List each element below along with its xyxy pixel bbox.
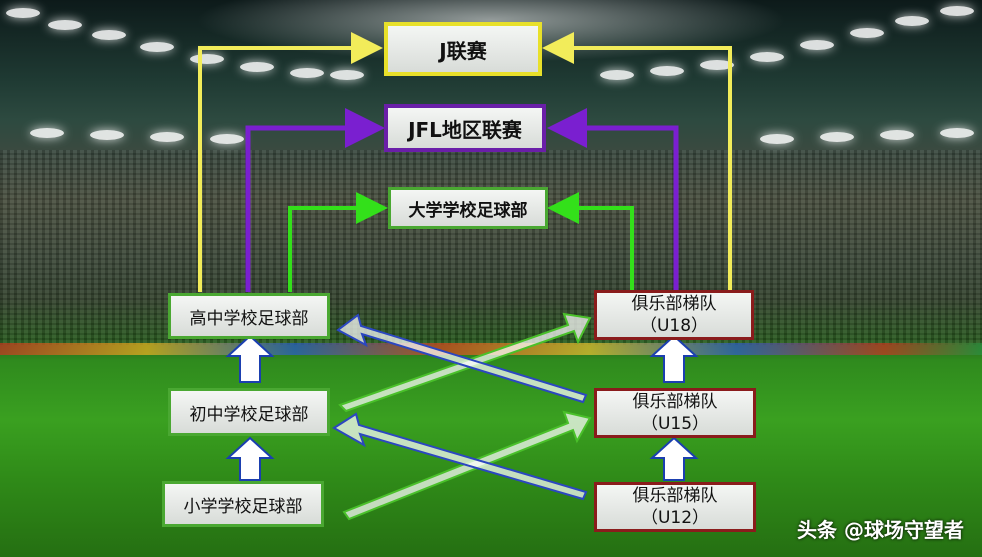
jfl-box: JFL地区联赛: [384, 104, 546, 152]
club-u12-box: 俱乐部梯队 （U12）: [594, 482, 756, 532]
connector-high-school-to-jfl: [245, 108, 385, 292]
connector-u18-to-j-league: [542, 32, 732, 292]
club-u15-box: 俱乐部梯队 （U15）: [594, 388, 756, 438]
middle-school-club-label: 初中学校足球部: [189, 404, 309, 425]
club-u12-name: 俱乐部梯队: [632, 486, 718, 506]
club-u15-age: （U15）: [640, 414, 710, 434]
arrow-u15-to-u18: [649, 334, 699, 383]
j-league-box: J联赛: [384, 22, 542, 76]
middle-school-club-box: 初中学校足球部: [168, 388, 330, 436]
watermark: 头条 @球场守望者: [797, 518, 964, 542]
j-league-label: J联赛: [439, 38, 487, 63]
stadium-crowd: [0, 150, 982, 345]
university-club-label: 大学学校足球部: [408, 200, 528, 221]
high-school-club-box: 高中学校足球部: [168, 293, 330, 339]
club-u18-age: （U18）: [639, 316, 709, 336]
elementary-school-club-box: 小学学校足球部: [162, 481, 324, 527]
connector-u18-to-jfl: [547, 108, 679, 292]
jfl-label: JFL地区联赛: [408, 117, 522, 142]
club-u18-name: 俱乐部梯队: [631, 294, 717, 314]
university-club-box: 大学学校足球部: [388, 187, 548, 229]
stadium-lights: [0, 0, 982, 160]
connector-high-school-to-university: [288, 192, 388, 292]
arrow-middle-to-high-school: [225, 334, 275, 383]
arrow-u12-to-u15: [649, 436, 699, 481]
arrow-elementary-to-middle-school: [225, 436, 275, 481]
club-u15-name: 俱乐部梯队: [632, 392, 718, 412]
connector-u18-to-university: [547, 192, 634, 292]
arrow-u15-to-high-school: [336, 313, 588, 404]
club-u12-age: （U12）: [640, 508, 710, 528]
club-u18-box: 俱乐部梯队 （U18）: [594, 290, 754, 340]
connector-high-school-to-j-league: [198, 32, 383, 292]
high-school-club-label: 高中学校足球部: [189, 308, 309, 329]
elementary-school-club-label: 小学学校足球部: [183, 496, 303, 517]
arrow-u12-to-middle-school: [332, 412, 588, 501]
